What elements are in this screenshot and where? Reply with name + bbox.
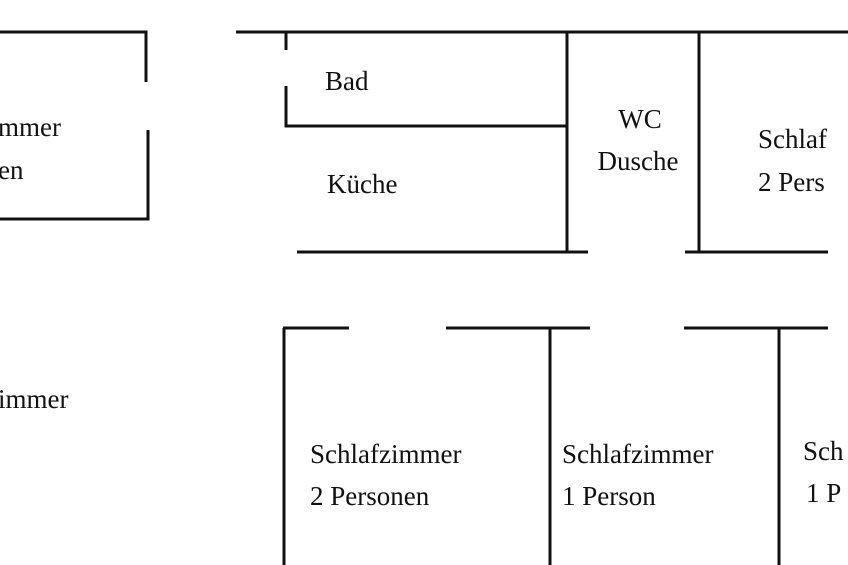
room-label-left-top-1: mmer <box>0 112 61 142</box>
room-label-wc: WC <box>618 104 662 134</box>
room-label-bottom-2-1: Schlafzimmer <box>562 439 713 469</box>
room-label-kueche: Küche <box>327 169 397 199</box>
room-label-left-top-2: en <box>0 155 24 185</box>
room-label-bad: Bad <box>325 66 369 96</box>
wall-bad <box>284 32 567 128</box>
room-label-bottom-2-2: 1 Person <box>562 481 656 511</box>
wall-left-room <box>0 30 150 221</box>
room-label-dusche: Dusche <box>598 146 679 176</box>
room-label-bottom-3-2: 1 P <box>806 478 841 508</box>
room-label-bottom-1-1: Schlafzimmer <box>310 439 461 469</box>
room-label-right-top-2: 2 Pers <box>758 167 825 197</box>
room-label-left-bottom: immer <box>0 384 68 414</box>
room-label-bottom-1-2: 2 Personen <box>310 481 430 511</box>
walls <box>0 30 848 565</box>
room-label-bottom-3-1: Sch <box>803 436 844 466</box>
room-label-right-top-1: Schlaf <box>758 124 827 154</box>
